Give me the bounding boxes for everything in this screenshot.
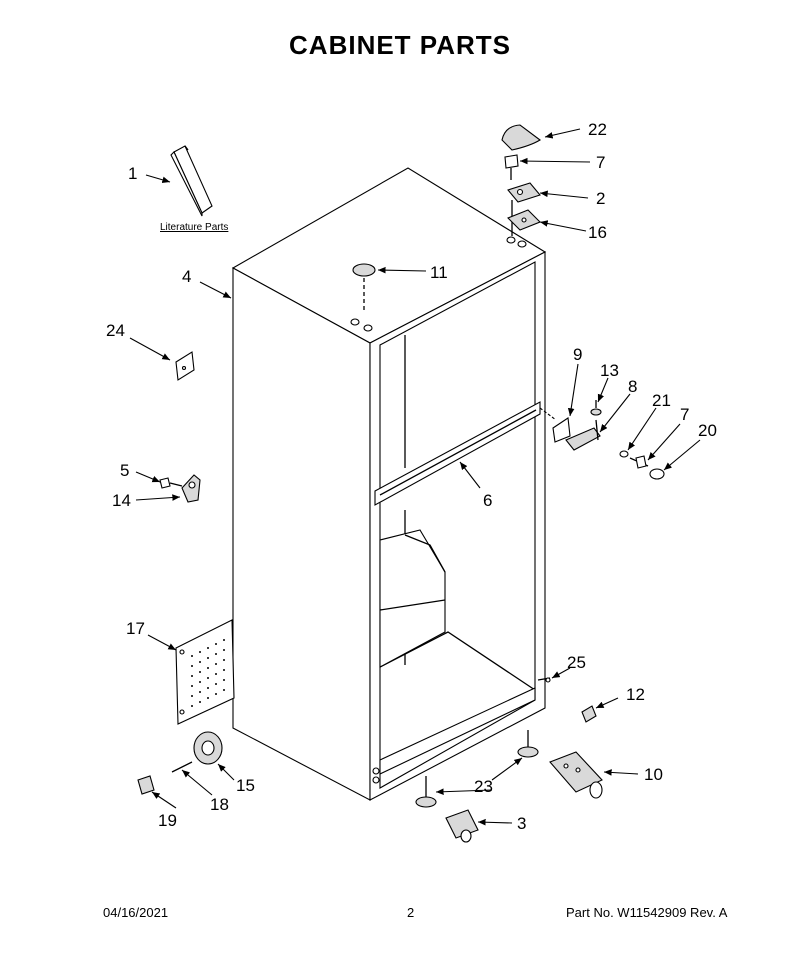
callout-23: 23 <box>474 777 493 796</box>
callout-7-right: 7 <box>680 405 689 424</box>
callout-16: 16 <box>588 223 607 242</box>
door-stop-icon <box>181 474 201 503</box>
hinge-cap-icon <box>649 468 665 480</box>
callout-19: 19 <box>158 811 177 830</box>
hinge-cover-icon <box>501 124 541 151</box>
callout-4: 4 <box>182 267 191 286</box>
center-hinge-icon <box>565 427 601 451</box>
callout-20: 20 <box>698 421 717 440</box>
hinge-pin-icon <box>595 419 599 441</box>
callout-1: 1 <box>128 164 137 183</box>
callout-25: 25 <box>567 653 586 672</box>
roller-bracket-icon <box>445 809 479 843</box>
callout-5: 5 <box>120 461 129 480</box>
callout-8: 8 <box>628 377 637 396</box>
center-hinge-bracket-icon <box>539 407 571 443</box>
hinge-screw-icon <box>504 154 519 180</box>
callout-21: 21 <box>652 391 671 410</box>
callout-6: 6 <box>483 491 492 510</box>
footer-part-number: Part No. W11542909 Rev. A <box>566 905 728 920</box>
bracket-icon <box>175 351 195 381</box>
callout-14: 14 <box>112 491 131 510</box>
hinge-shim-icon <box>507 209 541 231</box>
top-plug-icon <box>352 263 376 312</box>
callout-10: 10 <box>644 765 663 784</box>
leveling-leg-icon <box>581 705 597 723</box>
leveling-leg-right-icon <box>517 730 539 758</box>
hinge-washer-icon <box>590 400 602 416</box>
page-title: CABINET PARTS <box>289 30 511 60</box>
leader-lines <box>129 128 701 826</box>
callout-15: 15 <box>236 776 255 795</box>
callout-2: 2 <box>596 189 605 208</box>
callout-24: 24 <box>106 321 125 340</box>
rear-roller-icon <box>193 731 223 765</box>
callout-12: 12 <box>626 685 645 704</box>
literature-parts-label: Literature Parts <box>160 222 228 233</box>
roller-shim-icon <box>137 775 155 795</box>
callout-17: 17 <box>126 619 145 638</box>
callout-7-top: 7 <box>596 153 605 172</box>
callout-18: 18 <box>210 795 229 814</box>
footer-date: 04/16/2021 <box>103 905 169 920</box>
leveling-leg-left-icon <box>415 776 437 808</box>
rear-grille-icon <box>175 619 235 725</box>
callout-11: 11 <box>430 263 448 282</box>
callout-13: 13 <box>600 361 619 380</box>
hinge-screw-lower-icon <box>629 455 649 469</box>
callout-numbers: 1 22 7 2 16 11 4 24 5 14 6 9 13 8 21 7 2… <box>106 120 717 833</box>
callout-3: 3 <box>517 814 526 833</box>
roller-axle-icon <box>171 761 193 773</box>
front-roller-assembly-icon <box>549 751 603 799</box>
callout-9: 9 <box>573 345 582 364</box>
cabinet-body <box>231 167 547 801</box>
screw-icon <box>537 677 551 683</box>
literature-book-icon <box>170 145 213 217</box>
door-stop-screw-icon <box>159 477 183 489</box>
footer-page-number: 2 <box>407 905 415 920</box>
spacer-icon <box>619 450 629 458</box>
callout-22: 22 <box>588 120 607 139</box>
